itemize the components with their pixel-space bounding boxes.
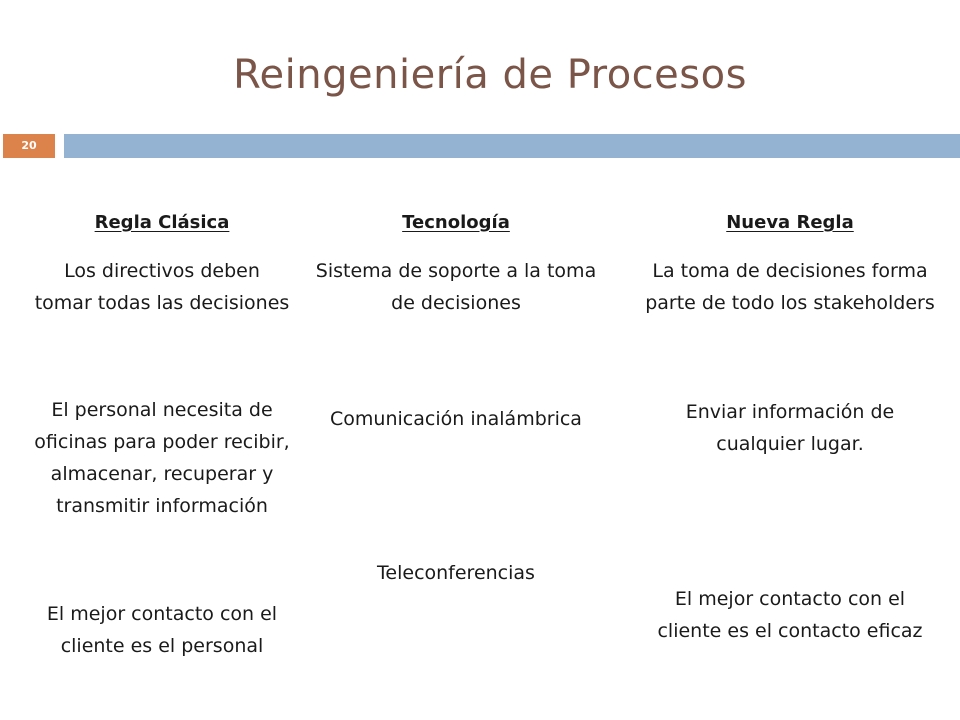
cell-nueva-regla-1: La toma de decisiones forma parte de tod… — [645, 260, 935, 314]
column-header-nueva-regla: Nueva Regla — [726, 212, 854, 233]
cell-regla-clasica-2: El personal necesita de oficinas para po… — [34, 399, 290, 517]
cell-tecnologia-3: Teleconferencias — [377, 562, 535, 584]
cell-tecnologia-1: Sistema de soporte a la toma de decision… — [315, 260, 597, 314]
cell-tecnologia-2: Comunicación inalámbrica — [330, 408, 582, 430]
cell-nueva-regla-3: El mejor contacto con el cliente es el c… — [657, 588, 923, 642]
cell-regla-clasica-3: El mejor contacto con el cliente es el p… — [46, 603, 278, 657]
cell-regla-clasica-1: Los directivos deben tomar todas las dec… — [34, 260, 290, 314]
slide-title: Reingeniería de Procesos — [233, 52, 747, 98]
column-header-regla-clasica: Regla Clásica — [94, 212, 230, 233]
cell-nueva-regla-2: Enviar información de cualquier lugar. — [685, 401, 895, 455]
column-header-tecnologia: Tecnología — [402, 212, 510, 233]
slide-number-badge: 20 — [3, 134, 55, 158]
title-divider-bar — [64, 134, 960, 158]
